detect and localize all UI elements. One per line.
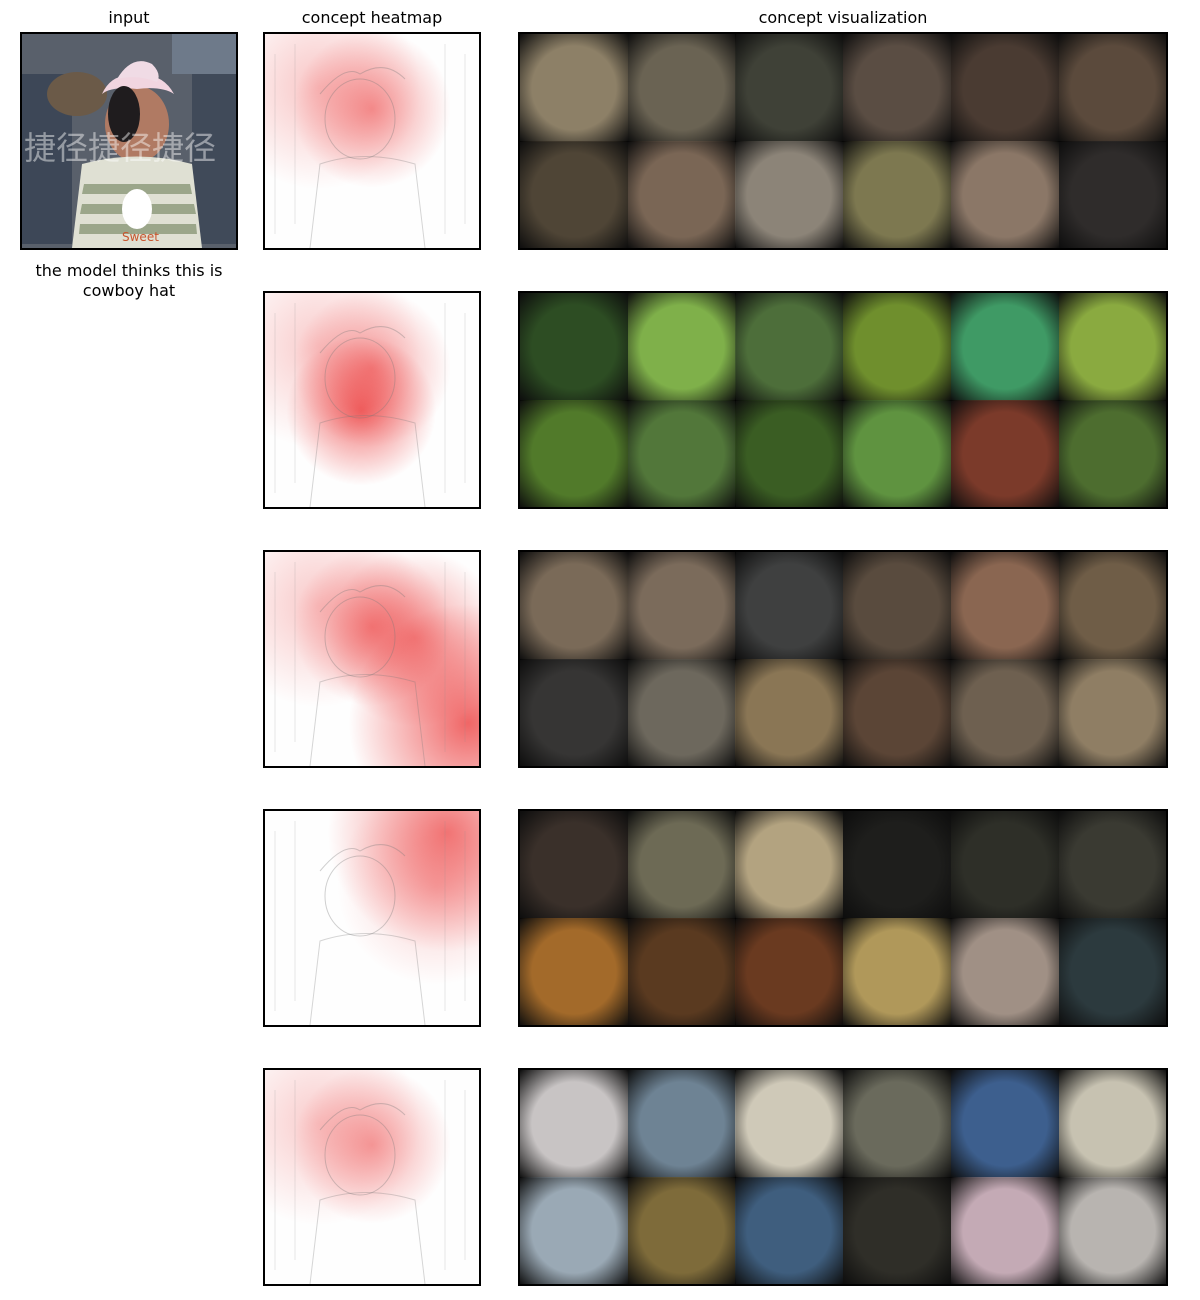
concept-tile (950, 811, 1059, 919)
concept-tile (520, 34, 628, 142)
prediction-line-1: the model thinks this is (35, 261, 223, 280)
concept-tile (520, 1177, 628, 1284)
concept-visualization-2 (518, 291, 1168, 509)
concept-tile (735, 293, 844, 401)
concept-visualization-3 (518, 550, 1168, 768)
visualization-column-header: concept visualization (758, 8, 928, 27)
concept-visualization-4 (518, 809, 1168, 1027)
concept-tile (627, 293, 736, 401)
concept-tile (735, 141, 844, 248)
heatmap-outline-icon (274, 303, 466, 507)
concept-heatmap-1 (263, 32, 481, 250)
concept-tile (735, 1070, 844, 1178)
concept-tile (735, 659, 844, 766)
concept-tile (843, 34, 952, 142)
heatmap-outline-icon (274, 44, 466, 248)
concept-tile (1058, 293, 1166, 401)
concept-tile (950, 400, 1059, 507)
concept-tile (520, 659, 628, 766)
concept-tile (843, 293, 952, 401)
concept-tile (735, 811, 844, 919)
concept-tile (520, 293, 628, 401)
heatmap-outline-icon (274, 562, 466, 766)
concept-tile (1058, 141, 1166, 248)
concept-tile (950, 293, 1059, 401)
concept-visualization-5 (518, 1068, 1168, 1286)
concept-tile (735, 400, 844, 507)
shirt-text: Sweet (122, 230, 159, 244)
input-image: Sweet 捷径捷径捷径 (20, 32, 238, 250)
concept-visualization-1 (518, 32, 1168, 250)
concept-tile (520, 552, 628, 660)
concept-tile (1058, 1070, 1166, 1178)
concept-tile (843, 1177, 952, 1284)
concept-tile (520, 918, 628, 1025)
concept-tile (627, 811, 736, 919)
concept-tile (843, 552, 952, 660)
concept-tile (950, 552, 1059, 660)
concept-tile (520, 811, 628, 919)
watermark-text: 捷径捷径捷径 (24, 129, 216, 167)
concept-tile (627, 141, 736, 248)
prediction-caption: the model thinks this is cowboy hat (20, 261, 238, 301)
concept-tile (520, 400, 628, 507)
concept-tile (1058, 34, 1166, 142)
concept-tile (843, 659, 952, 766)
concept-tile (843, 918, 952, 1025)
input-column-header: input (108, 8, 150, 27)
concept-tile (950, 1070, 1059, 1178)
heatmap-outline-icon (274, 821, 466, 1025)
concept-tile (843, 811, 952, 919)
concept-tile (735, 1177, 844, 1284)
concept-tile (843, 400, 952, 507)
concept-tile (735, 34, 844, 142)
concept-tile (1058, 552, 1166, 660)
concept-heatmap-2 (263, 291, 481, 509)
concept-tile (627, 918, 736, 1025)
person-photo-icon: Sweet 捷径捷径捷径 (22, 34, 236, 248)
prediction-line-2: cowboy hat (82, 281, 176, 300)
concept-tile (520, 1070, 628, 1178)
concept-tile (627, 552, 736, 660)
concept-tile (1058, 811, 1166, 919)
concept-tile (735, 918, 844, 1025)
concept-tile (627, 659, 736, 766)
heatmap-outline-icon (274, 1080, 466, 1284)
concept-tile (1058, 1177, 1166, 1284)
concept-tile (627, 1177, 736, 1284)
heatmap-column-header: concept heatmap (301, 8, 443, 27)
concept-tile (950, 141, 1059, 248)
concept-heatmap-5 (263, 1068, 481, 1286)
concept-tile (950, 659, 1059, 766)
concept-tile (520, 141, 628, 248)
concept-tile (950, 918, 1059, 1025)
concept-tile (950, 34, 1059, 142)
concept-tile (627, 34, 736, 142)
concept-tile (1058, 918, 1166, 1025)
concept-tile (1058, 400, 1166, 507)
concept-heatmap-3 (263, 550, 481, 768)
concept-tile (843, 1070, 952, 1178)
concept-tile (1058, 659, 1166, 766)
concept-heatmap-4 (263, 809, 481, 1027)
concept-tile (843, 141, 952, 248)
concept-tile (950, 1177, 1059, 1284)
concept-tile (627, 400, 736, 507)
concept-tile (627, 1070, 736, 1178)
concept-tile (735, 552, 844, 660)
